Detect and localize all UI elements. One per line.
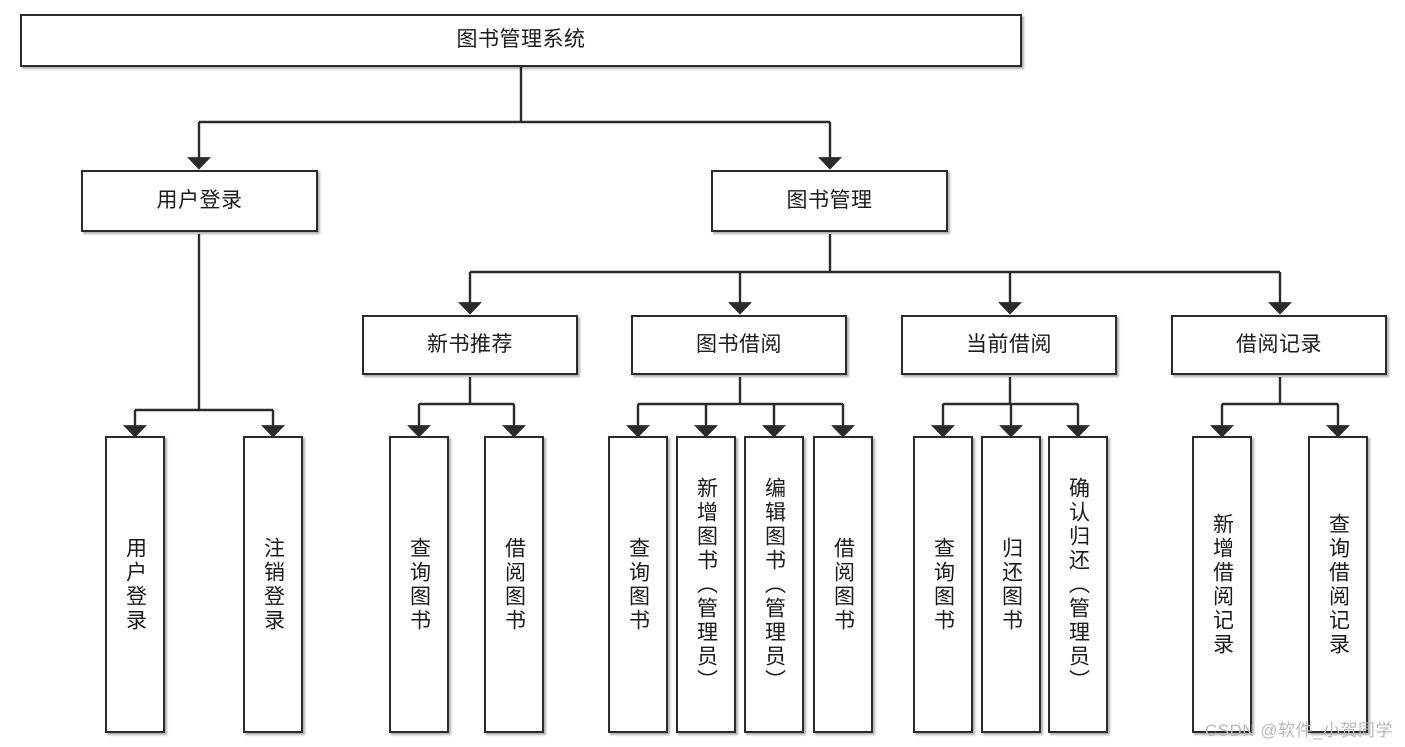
node-current-borrow-label: 当前借阅 bbox=[966, 332, 1052, 356]
leaf-edit-book[interactable]: 编辑图书（管理员） bbox=[744, 436, 804, 733]
node-current-borrow[interactable]: 当前借阅 bbox=[901, 315, 1117, 375]
leaf-borrow-book-1[interactable]: 借阅图书 bbox=[484, 436, 544, 733]
leaf-query-book-2[interactable]: 查询图书 bbox=[608, 436, 668, 733]
leaf-logout-label: 注销登录 bbox=[261, 536, 285, 633]
leaf-query-book-3-label: 查询图书 bbox=[931, 536, 955, 633]
node-root[interactable]: 图书管理系统 bbox=[20, 14, 1022, 67]
node-user-login[interactable]: 用户登录 bbox=[81, 170, 318, 232]
node-new-book-recommend[interactable]: 新书推荐 bbox=[362, 315, 578, 375]
leaf-query-record-label: 查询借阅记录 bbox=[1326, 512, 1350, 657]
leaf-logout[interactable]: 注销登录 bbox=[243, 436, 303, 733]
leaf-add-record-label: 新增借阅记录 bbox=[1210, 512, 1234, 657]
leaf-query-book-3[interactable]: 查询图书 bbox=[913, 436, 973, 733]
leaf-borrow-book-2-label: 借阅图书 bbox=[831, 536, 855, 633]
node-new-book-recommend-label: 新书推荐 bbox=[427, 332, 513, 356]
node-book-management[interactable]: 图书管理 bbox=[711, 170, 948, 232]
node-book-management-label: 图书管理 bbox=[786, 188, 873, 212]
node-book-borrow-label: 图书借阅 bbox=[696, 332, 782, 356]
node-borrow-record-label: 借阅记录 bbox=[1236, 332, 1322, 356]
leaf-query-book-1-label: 查询图书 bbox=[407, 536, 431, 633]
leaf-query-book-1[interactable]: 查询图书 bbox=[389, 436, 449, 733]
leaf-return-book[interactable]: 归还图书 bbox=[981, 436, 1041, 733]
node-book-borrow[interactable]: 图书借阅 bbox=[631, 315, 847, 375]
leaf-borrow-book-2[interactable]: 借阅图书 bbox=[813, 436, 873, 733]
leaf-edit-book-label: 编辑图书（管理员） bbox=[762, 476, 786, 693]
leaf-query-record[interactable]: 查询借阅记录 bbox=[1308, 436, 1368, 733]
leaf-add-record[interactable]: 新增借阅记录 bbox=[1192, 436, 1252, 733]
leaf-add-book[interactable]: 新增图书（管理员） bbox=[676, 436, 736, 733]
leaf-user-login[interactable]: 用户登录 bbox=[105, 436, 165, 733]
leaf-confirm-return[interactable]: 确认归还（管理员） bbox=[1048, 436, 1108, 733]
leaf-borrow-book-1-label: 借阅图书 bbox=[502, 536, 526, 633]
leaf-confirm-return-label: 确认归还（管理员） bbox=[1066, 476, 1090, 693]
leaf-query-book-2-label: 查询图书 bbox=[626, 536, 650, 633]
leaf-user-login-label: 用户登录 bbox=[123, 536, 147, 633]
node-borrow-record[interactable]: 借阅记录 bbox=[1171, 315, 1387, 375]
leaf-return-book-label: 归还图书 bbox=[999, 536, 1023, 633]
node-user-login-label: 用户登录 bbox=[156, 188, 243, 212]
node-root-label: 图书管理系统 bbox=[456, 28, 586, 52]
leaf-add-book-label: 新增图书（管理员） bbox=[694, 476, 718, 693]
